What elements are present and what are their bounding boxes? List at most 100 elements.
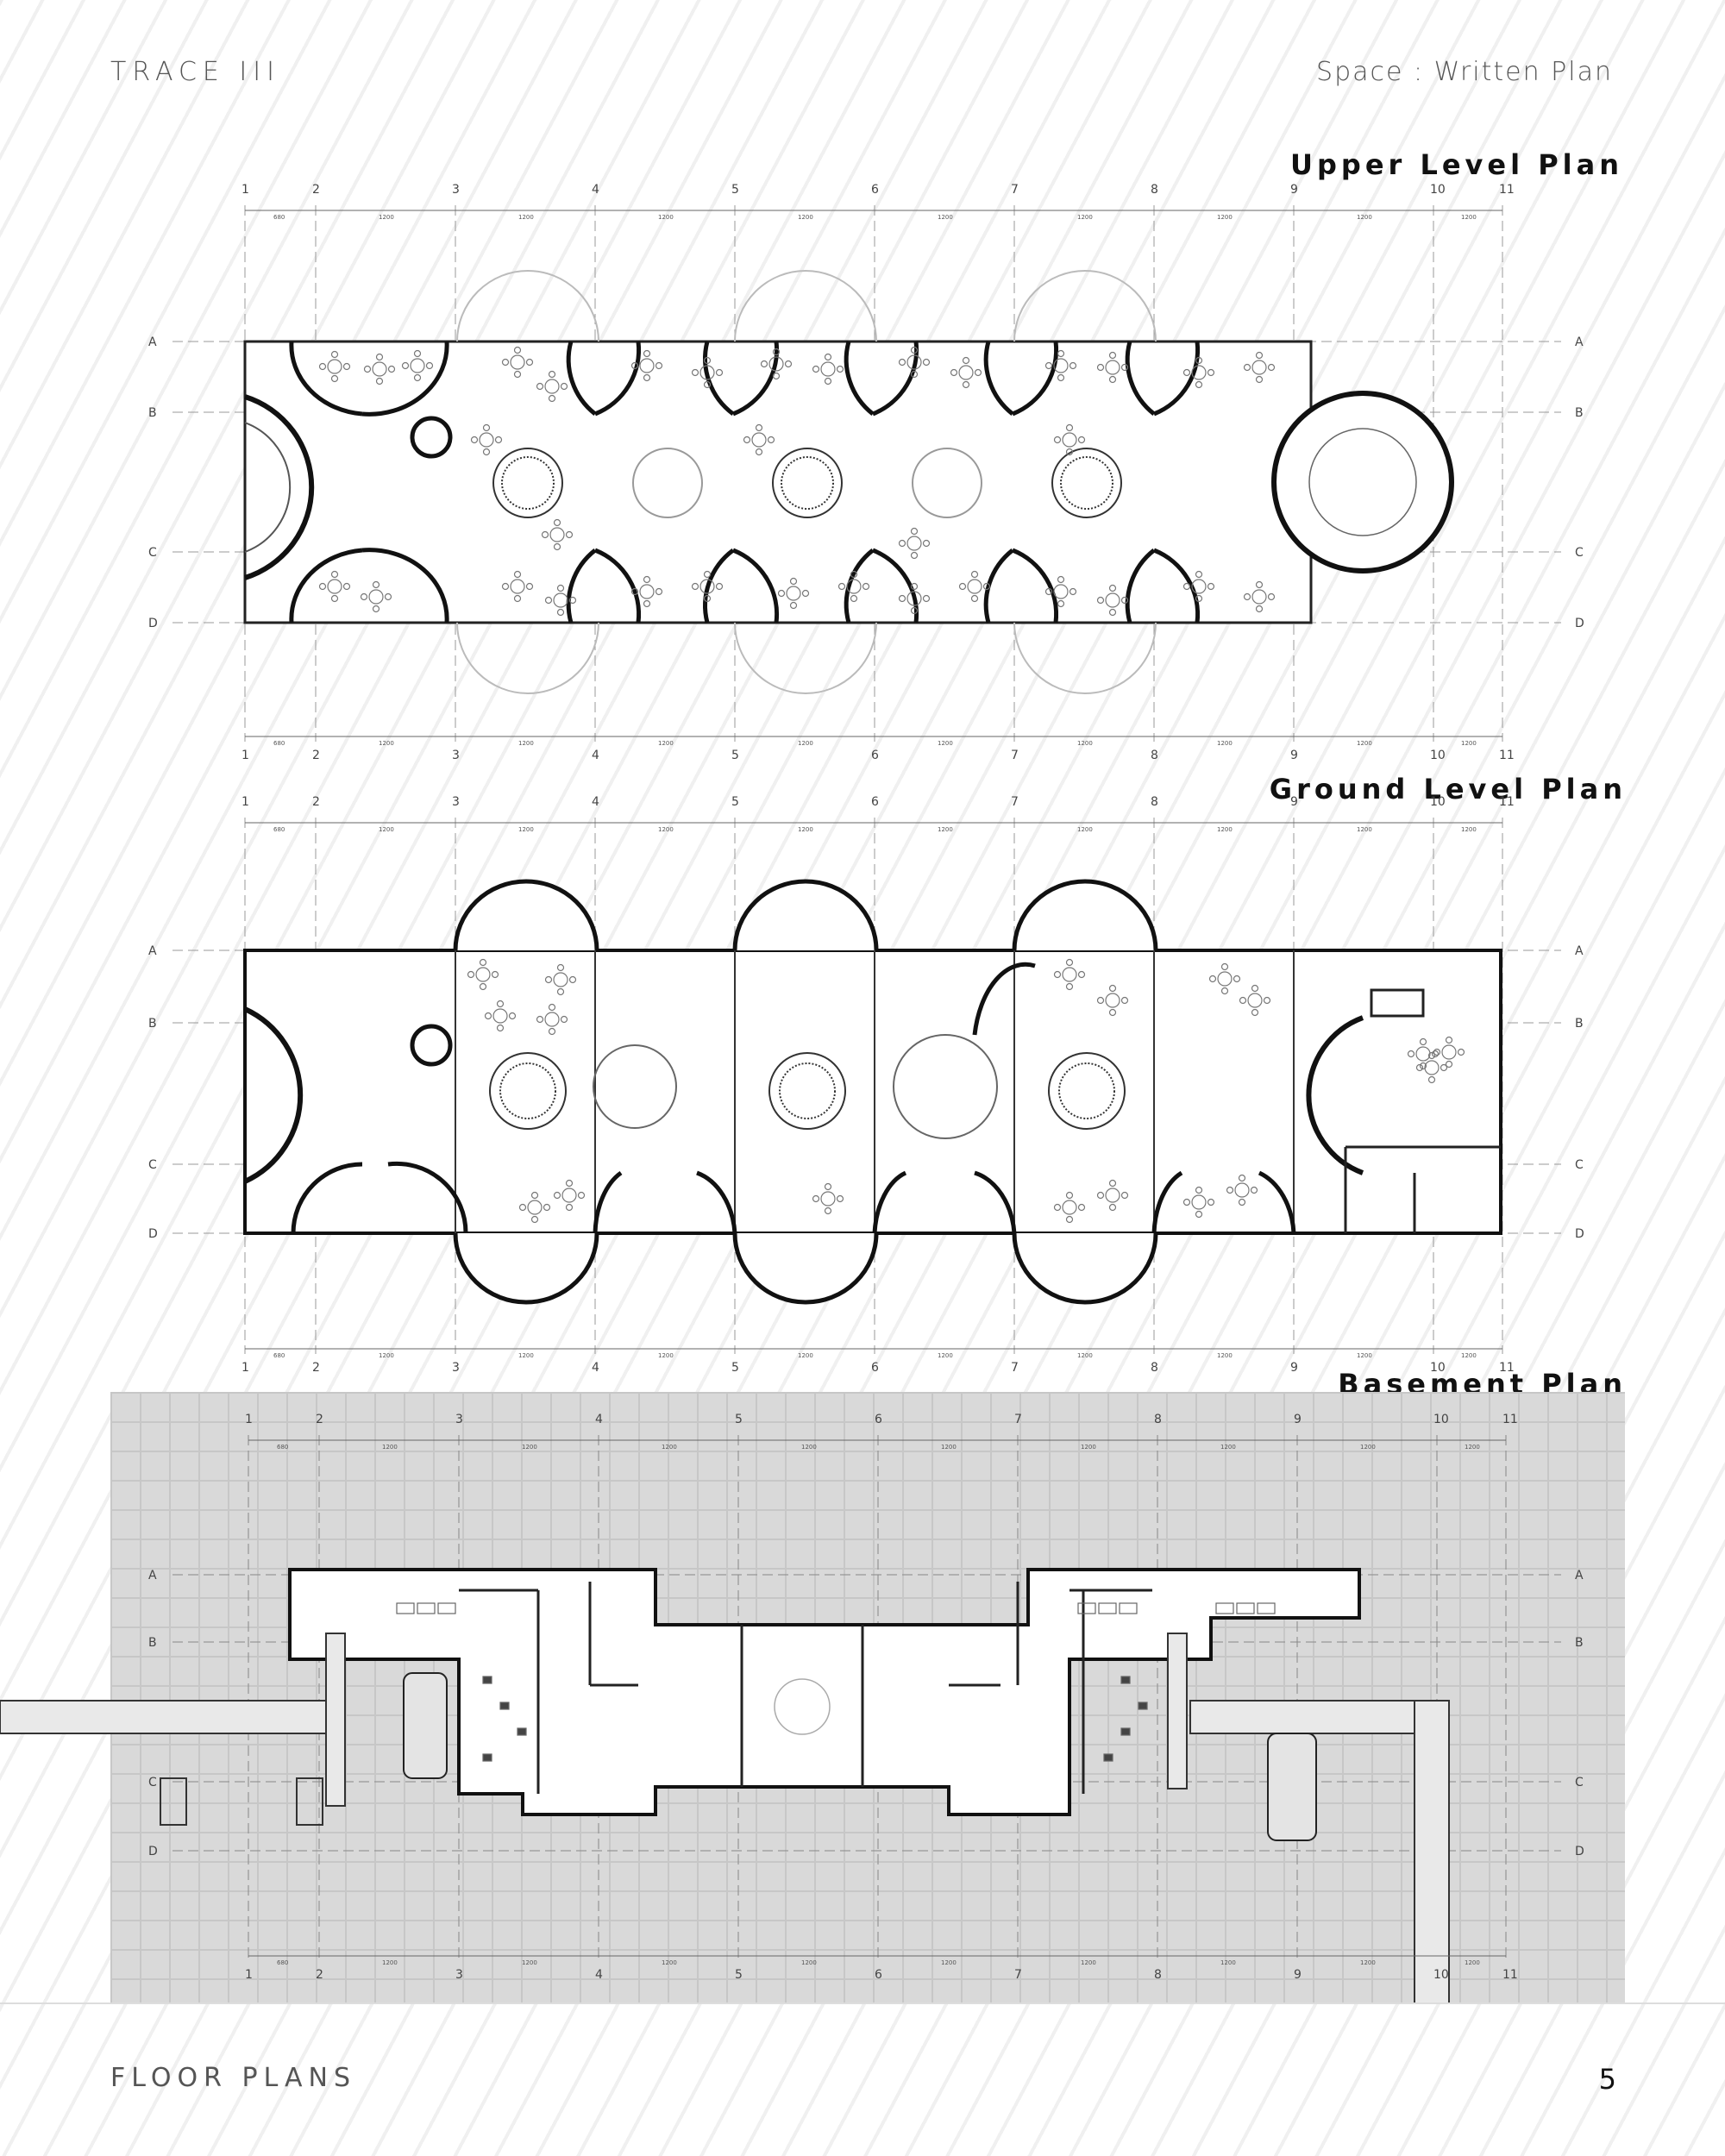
grid-column-label: 4: [592, 795, 599, 809]
table: [479, 432, 494, 448]
chair: [1069, 361, 1077, 370]
chair: [1108, 1203, 1117, 1212]
desk: [482, 1753, 492, 1762]
chair: [482, 423, 491, 432]
grid-column-label: 11: [1499, 795, 1515, 809]
table: [327, 579, 342, 594]
chair: [1255, 605, 1264, 613]
chair: [553, 542, 561, 551]
chair: [330, 570, 339, 579]
chair: [1077, 436, 1086, 444]
chair: [691, 368, 699, 377]
grid-row-label: D: [1575, 1845, 1584, 1858]
table: [553, 592, 568, 608]
chair: [1182, 368, 1191, 377]
chair: [1108, 984, 1117, 993]
chair: [812, 365, 820, 373]
upper-plan-title: Upper Level Plan: [1290, 148, 1623, 181]
dimension-label: 1200: [1220, 1959, 1236, 1966]
grid-column-label: 8: [1154, 1413, 1162, 1426]
chair: [1108, 351, 1117, 360]
chair: [470, 436, 479, 444]
grid-column-label: 7: [1011, 749, 1019, 762]
chair: [513, 346, 522, 354]
grid-column-label: 10: [1430, 1361, 1446, 1375]
chair: [1120, 596, 1129, 605]
chair: [1108, 375, 1117, 384]
dimension-label: 1200: [382, 1444, 398, 1451]
table: [906, 591, 922, 606]
chair: [962, 356, 970, 365]
chair: [1427, 1075, 1436, 1084]
grid-column-label: 5: [731, 1361, 739, 1375]
dimension-label: 1200: [1217, 826, 1233, 833]
chair: [1057, 575, 1065, 584]
grid-column-label: 11: [1499, 183, 1515, 197]
chair: [491, 970, 499, 979]
dimension-label: 1200: [522, 1959, 537, 1966]
chair: [536, 1015, 544, 1024]
grid-column-label: 2: [316, 1413, 323, 1426]
desk: [1138, 1702, 1148, 1710]
chair: [703, 380, 712, 389]
chair: [1096, 596, 1105, 605]
dimension-label: 680: [273, 826, 285, 833]
chair: [360, 592, 368, 601]
east-wing-rooms: [1344, 988, 1501, 1233]
chair: [772, 348, 781, 356]
table: [1053, 358, 1069, 373]
chair: [372, 580, 380, 589]
chair: [1251, 1008, 1259, 1017]
chair: [1065, 1215, 1074, 1224]
chair: [565, 1203, 574, 1212]
grid-row-label: C: [1575, 546, 1584, 560]
chair: [1108, 1179, 1117, 1188]
chair: [910, 527, 919, 536]
grid-column-label: 9: [1290, 749, 1298, 762]
dimension-label: 1200: [658, 826, 674, 833]
grid-column-label: 6: [871, 795, 879, 809]
dimension-label: 680: [273, 740, 285, 747]
chair: [1120, 1191, 1129, 1200]
chair: [836, 1194, 844, 1203]
chair: [556, 608, 565, 617]
shelf: [437, 1602, 456, 1614]
dimension-label: 1200: [1217, 740, 1233, 747]
table: [751, 432, 767, 448]
table: [1217, 971, 1233, 987]
chair: [910, 582, 919, 591]
grid-row-label: B: [1575, 1636, 1584, 1650]
grid-column-label: 8: [1151, 1361, 1158, 1375]
grid-column-label: 1: [245, 1968, 253, 1982]
chair: [513, 570, 522, 579]
vertical-partitions: [455, 950, 1295, 1233]
chair: [479, 982, 487, 991]
grid-column-label: 5: [731, 749, 739, 762]
chair: [812, 1194, 820, 1203]
grid-column-label: 6: [875, 1968, 882, 1982]
table: [1105, 993, 1120, 1008]
dimension-label: 1200: [938, 826, 953, 833]
chair: [1044, 587, 1053, 596]
chair: [1053, 1203, 1062, 1212]
chair: [850, 570, 858, 579]
chair: [342, 362, 351, 371]
dimension-label: 1200: [941, 1959, 957, 1966]
chair: [801, 589, 810, 598]
chair: [970, 594, 979, 603]
dimension-label: 1200: [379, 740, 394, 747]
grid-column-label: 10: [1430, 795, 1446, 809]
chair: [1267, 363, 1276, 372]
chair: [1057, 349, 1065, 358]
grid-column-label: 11: [1499, 749, 1515, 762]
grid-column-label: 11: [1502, 1968, 1518, 1982]
interior-arcs: [289, 341, 1201, 624]
table: [410, 358, 425, 373]
grid-column-label: 6: [875, 1413, 882, 1426]
table: [1062, 1200, 1077, 1215]
chair: [910, 606, 919, 615]
table: [1251, 589, 1267, 605]
interior-arcs: [291, 962, 1296, 1234]
storage-drum-east: [1267, 1733, 1317, 1841]
header-subtitle: Space : Written Plan: [1316, 57, 1613, 87]
